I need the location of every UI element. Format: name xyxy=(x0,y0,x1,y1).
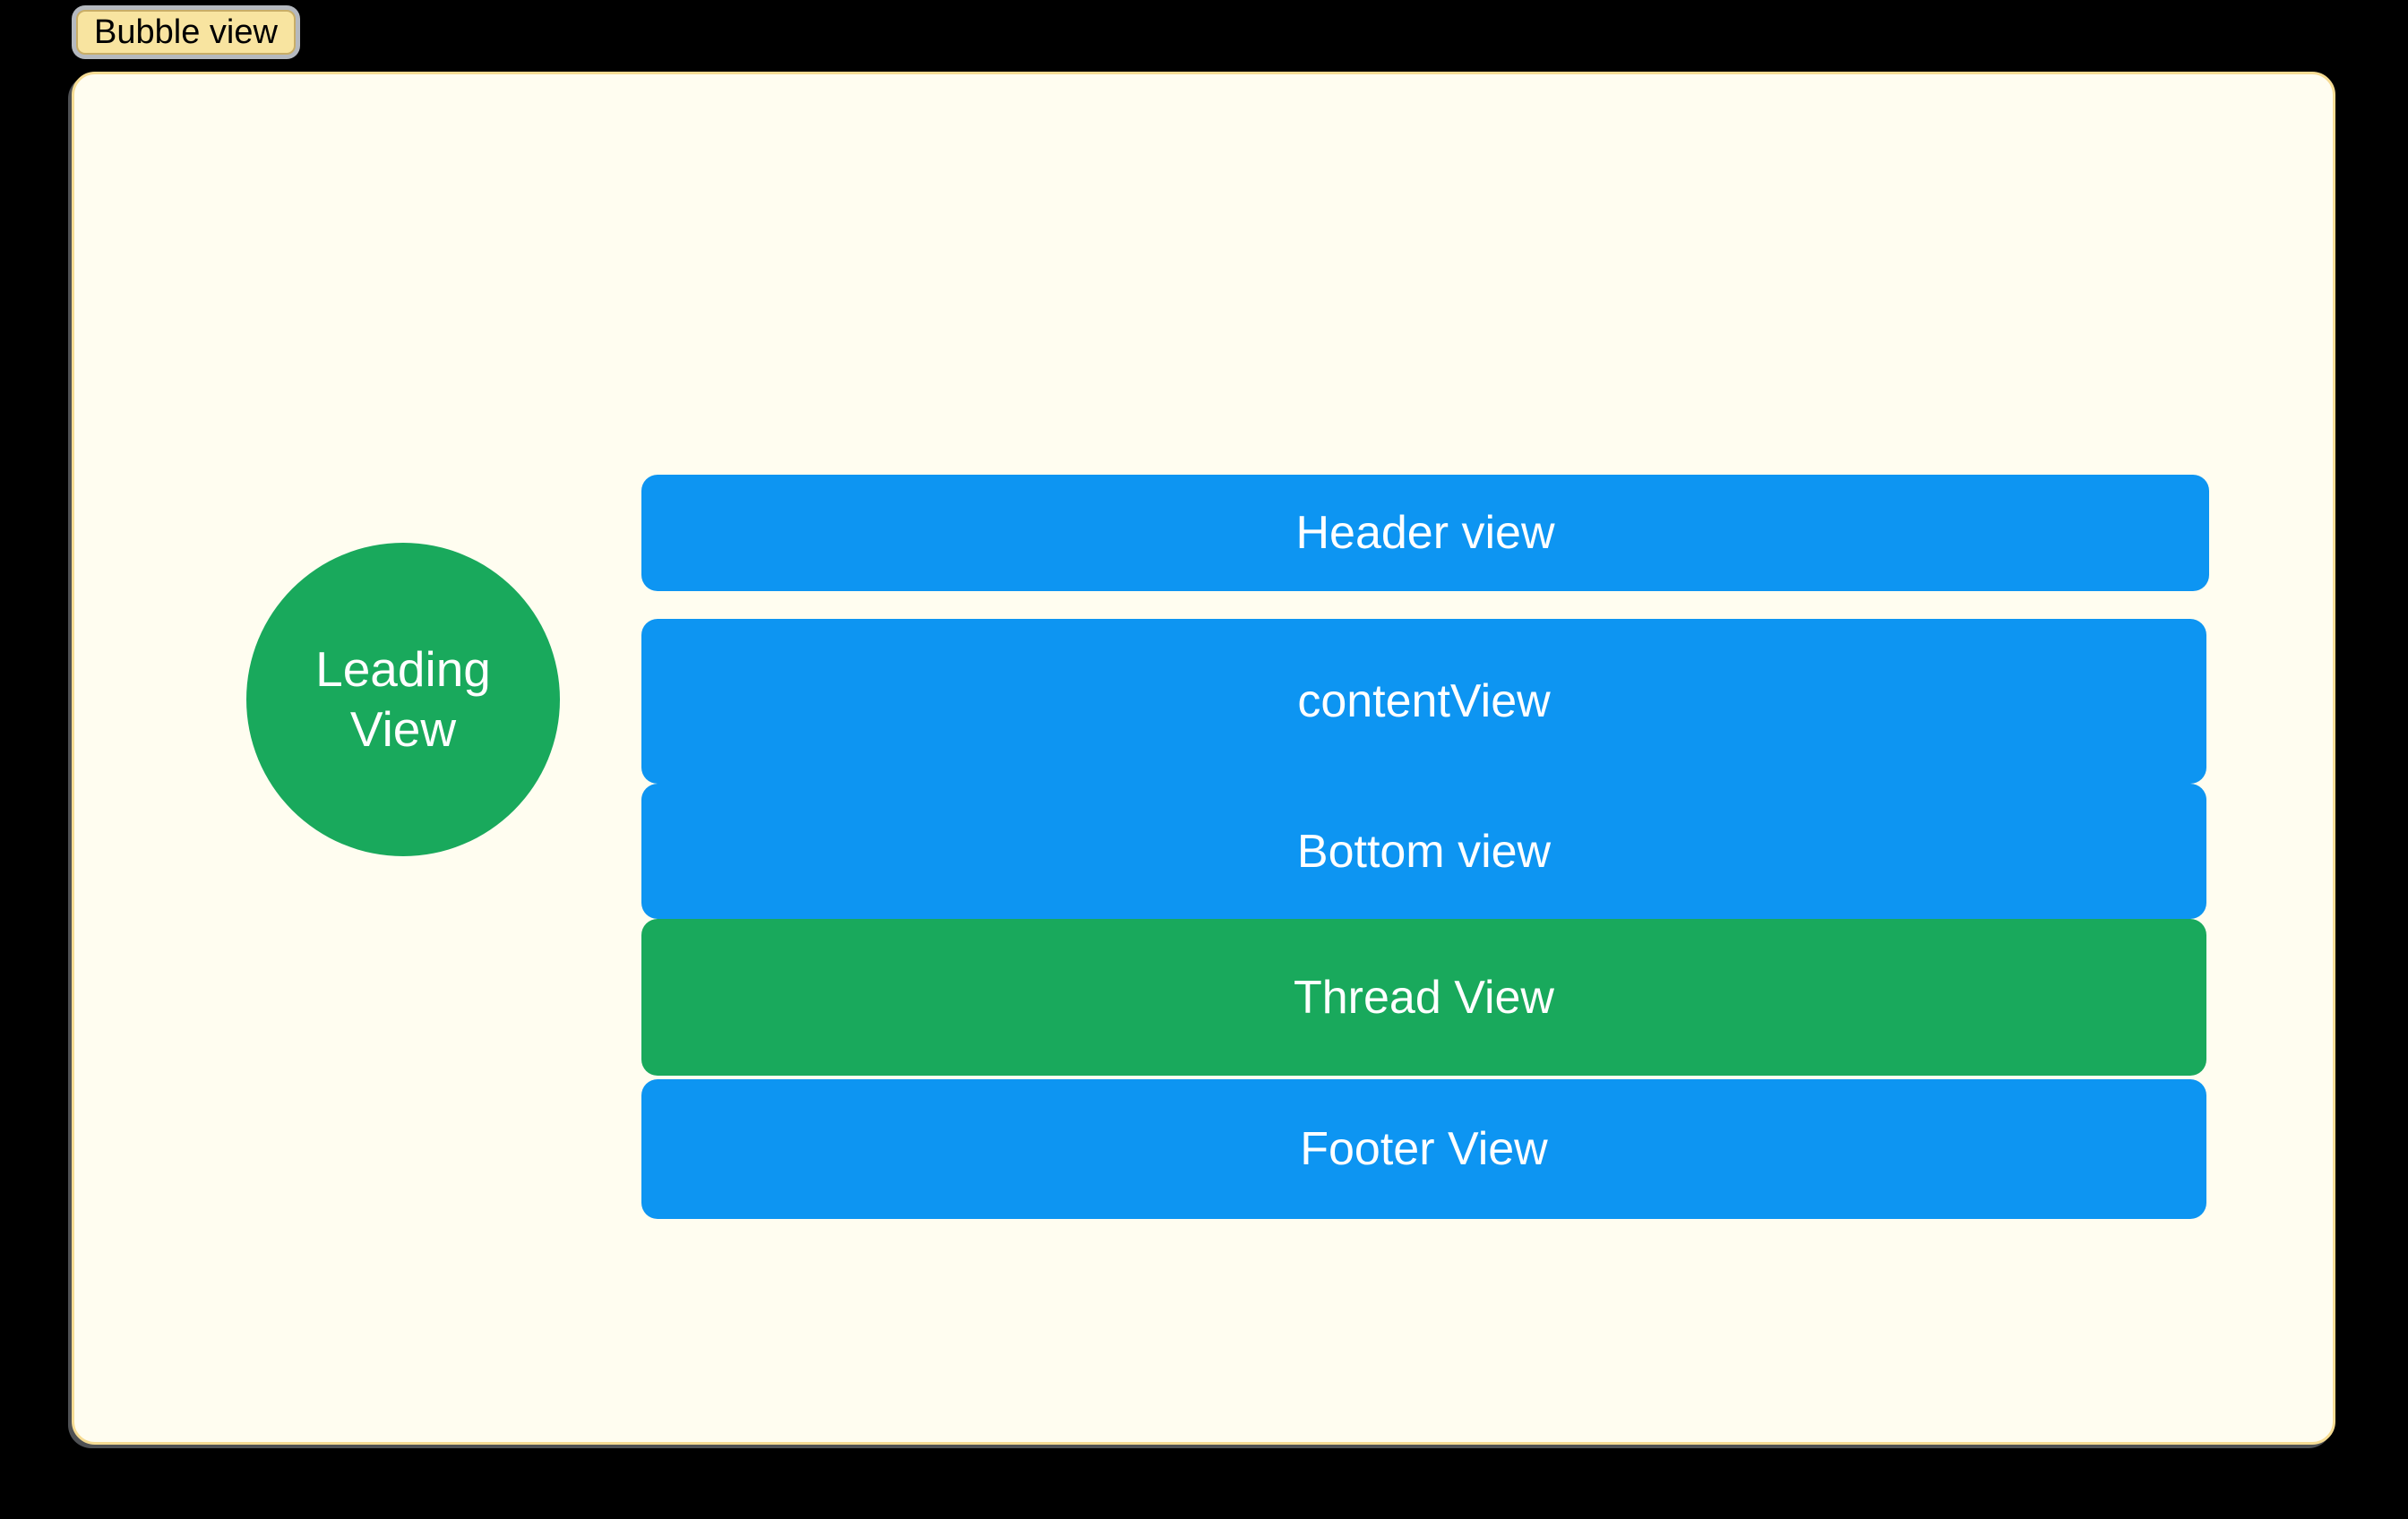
thread-view-bar[interactable]: Thread View xyxy=(641,919,2206,1076)
bubble-view-panel[interactable]: Leading View Header view contentView Bot… xyxy=(72,72,2335,1445)
content-view-bar[interactable]: contentView xyxy=(641,619,2206,784)
bottom-view-label: Bottom view xyxy=(1296,825,1552,878)
bubble-view-selection-tag[interactable]: Bubble view xyxy=(76,10,296,55)
header-view-label: Header view xyxy=(1295,507,1555,559)
footer-view-bar[interactable]: Footer View xyxy=(641,1079,2206,1219)
content-view-label: contentView xyxy=(1297,675,1551,727)
footer-view-label: Footer View xyxy=(1300,1123,1548,1175)
leading-view-label-line1: Leading xyxy=(315,641,491,697)
thread-view-label: Thread View xyxy=(1294,971,1554,1024)
leading-view-circle[interactable]: Leading View xyxy=(246,543,560,856)
bubble-view-selection-tag-label: Bubble view xyxy=(94,13,278,51)
leading-view-label-line2: View xyxy=(349,701,457,757)
header-view-bar[interactable]: Header view xyxy=(641,475,2209,591)
bottom-view-bar[interactable]: Bottom view xyxy=(641,784,2206,919)
